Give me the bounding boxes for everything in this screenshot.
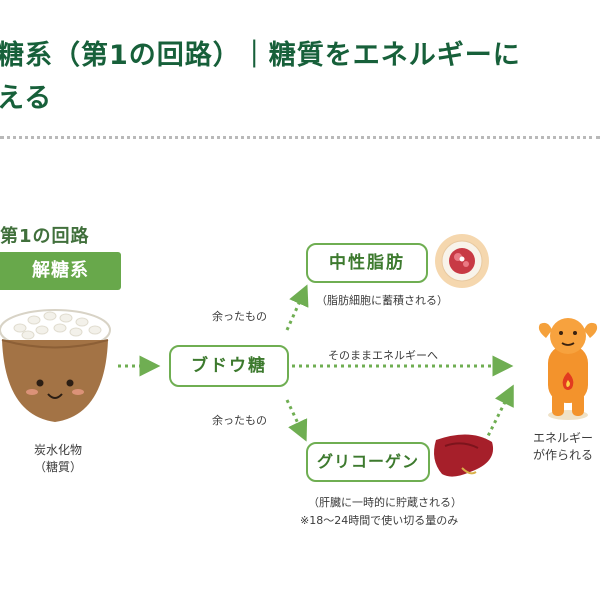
rice-caption-line-1: 炭水化物 [33,443,82,457]
glucose-box: ブドウ糖 [169,345,289,387]
fat-note: （脂肪細胞に蓄積される） [316,294,448,307]
energy-caption-line-2: が作られる [533,448,594,462]
diagram-graphics [0,234,598,477]
route-title: 第1の回路 [0,226,90,247]
rice-caption: 炭水化物 （糖質） [18,442,98,476]
direct-energy-label: そのままエネルギーへ [328,349,438,362]
glycogen-note-2: ※18～24時間で使い切る量のみ [300,514,459,527]
rice-caption-line-2: （糖質） [33,460,82,474]
glycolysis-diagram: 第1の回路 解糖系 炭水化物 （糖質） ブドウ糖 中性脂肪 グリコーゲン 余った… [0,180,600,600]
surplus-label-upper: 余ったもの [212,310,267,323]
neutral-fat-box: 中性脂肪 [306,243,428,283]
energy-caption: エネルギー が作られる [533,430,593,464]
dotted-divider [0,136,600,139]
heading-line-1: 糖系（第1の回路）｜糖質をエネルギーに [0,40,521,71]
rice-bowl-icon [0,309,111,422]
glycogen-note: （肝臓に一時的に貯蔵される） [308,496,462,509]
fat-cell-icon [435,234,489,288]
energy-caption-line-1: エネルギー [533,431,594,445]
liver-icon [434,434,494,477]
heading-line-2: える [0,83,53,114]
surplus-label-lower: 余ったもの [212,414,267,427]
arrow-glucose-to-fat [285,284,309,331]
arrow-glucose-to-glycogen [285,399,308,442]
glycolysis-badge: 解糖系 [0,252,121,290]
glycogen-box: グリコーゲン [306,442,430,482]
energy-person-icon [538,318,598,420]
